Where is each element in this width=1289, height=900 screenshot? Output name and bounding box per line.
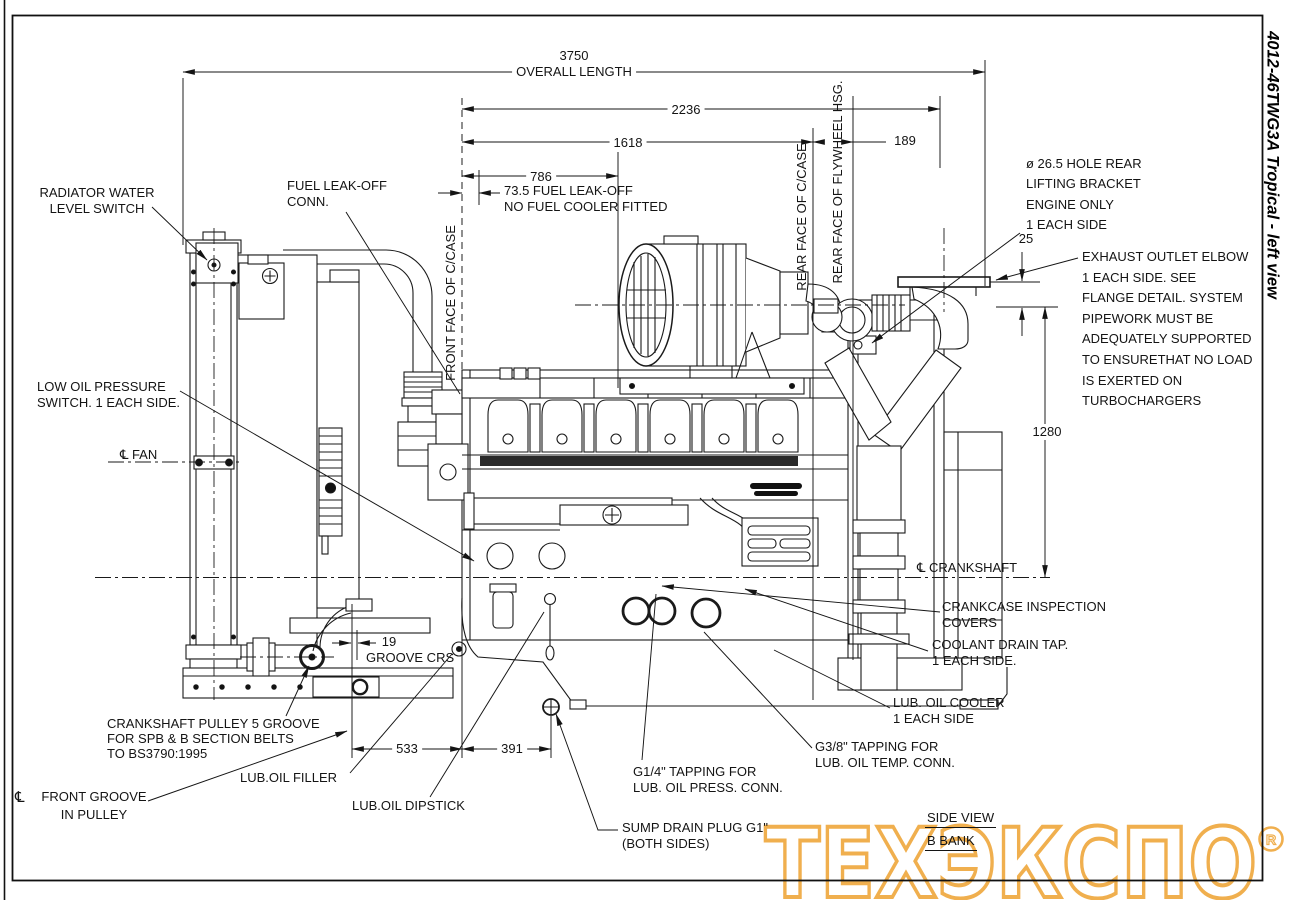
front-groove-centerline-icon: ℄ xyxy=(15,789,25,806)
low-oil-pressure-label: LOW OIL PRESSURE SWITCH. 1 EACH SIDE. xyxy=(37,379,181,410)
dim-1280: 1280 xyxy=(1028,424,1066,440)
dim-189: 189 xyxy=(890,133,920,149)
oil-dipstick xyxy=(543,592,557,661)
inspection-cover xyxy=(621,596,651,626)
dim-25: 25 xyxy=(1018,231,1034,246)
expansion-tank xyxy=(238,262,285,320)
sheet-title: 4012-46TWG3A Tropical - left view xyxy=(1263,31,1282,299)
dim-2236: 2236 xyxy=(667,102,705,118)
registered-icon xyxy=(1258,826,1284,852)
fuel-leak-off-label: FUEL LEAK-OFF CONN. xyxy=(287,178,387,209)
sump-drain-plug xyxy=(542,698,560,716)
exhaust-manifold-band xyxy=(480,456,798,466)
svg-text:ТЕХЭКСПО: ТЕХЭКСПО xyxy=(765,808,1257,900)
dim-391: 391 xyxy=(497,741,527,757)
fuel-cooler-note: 73.5 FUEL LEAK-OFF NO FUEL COOLER FITTED xyxy=(504,183,668,214)
techexpo-watermark-logo: ТЕХЭКСПО R xyxy=(763,806,1284,900)
rear-face-ccase-label: REAR FACE OF C/CASE xyxy=(794,143,810,291)
groove-crs-label: GROOVE CRS xyxy=(366,650,455,665)
centerlines xyxy=(95,228,1050,700)
dim-1618: 1618 xyxy=(609,135,647,151)
leader-lines xyxy=(147,206,1079,831)
oil-filler-label: LUB.OIL FILLER xyxy=(240,770,338,785)
dim-533: 533 xyxy=(392,741,422,757)
oil-cooler-label: LUB. OIL COOLER 1 EACH SIDE xyxy=(893,695,1005,726)
g14-tapping-label: G1/4" TAPPING FOR LUB. OIL PRESS. CONN. xyxy=(633,764,783,795)
inspection-cover xyxy=(647,596,677,626)
g38-tapping-label: G3/8" TAPPING FOR LUB. OIL TEMP. CONN. xyxy=(815,739,955,770)
water-level-switch xyxy=(195,242,239,284)
turbocharger-exhaust xyxy=(811,276,991,691)
drawing-frame xyxy=(11,14,1264,882)
front-groove-label: FRONT GROOVE IN PULLEY xyxy=(41,789,147,822)
valve-covers xyxy=(487,399,799,453)
engine-block xyxy=(427,367,1008,716)
radiator-water-level-switch-label: RADIATOR WATER LEVEL SWITCH xyxy=(39,185,155,216)
inspection-cover xyxy=(690,597,722,629)
sump xyxy=(461,597,962,707)
rear-face-flywheel-label: REAR FACE OF FLYWHEEL HSG. xyxy=(830,80,846,284)
oil-dipstick-label: LUB.OIL DIPSTICK xyxy=(352,798,465,813)
oil-filler xyxy=(451,641,467,657)
fan-centerline-label: ℄ FAN xyxy=(120,447,158,462)
lifting-bracket-note: ø 26.5 HOLE REAR LIFTING BRACKET ENGINE … xyxy=(1026,156,1142,233)
crankshaft-pulley-note: CRANKSHAFT PULLEY 5 GROOVE FOR SPB & B S… xyxy=(107,716,320,761)
sump-drain-label: SUMP DRAIN PLUG G1" (BOTH SIDES) xyxy=(622,820,768,851)
belt-guard-arcs xyxy=(312,606,352,652)
svg-text:R: R xyxy=(1266,832,1276,848)
oil-filter xyxy=(492,591,514,629)
exhaust-outlet-note: EXHAUST OUTLET ELBOW 1 EACH SIDE. SEE FL… xyxy=(1082,249,1253,409)
side-view-label: SIDE VIEW xyxy=(925,810,997,828)
dim-19: 19 xyxy=(381,634,397,649)
bank-label: B BANK xyxy=(925,833,977,851)
front-face-ccase-label: FRONT FACE OF C/CASE xyxy=(443,225,459,381)
radiator xyxy=(182,231,454,699)
crankcase-covers-label: CRANKCASE INSPECTION COVERS xyxy=(942,599,1106,630)
coolant-drain-label: COOLANT DRAIN TAP. 1 EACH SIDE. xyxy=(932,637,1069,668)
crankshaft-centerline-label: ℄ CRANKSHAFT xyxy=(917,560,1018,575)
